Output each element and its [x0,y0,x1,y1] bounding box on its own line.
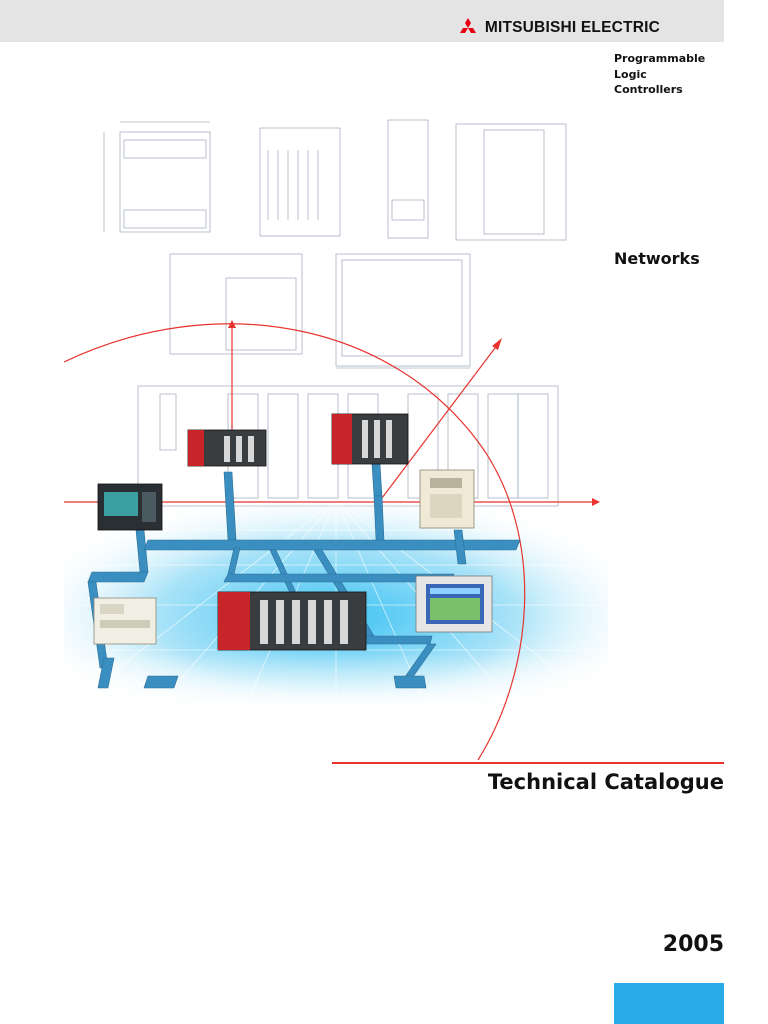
network-illustration [64,119,608,760]
category-line: Controllers [614,83,683,96]
category-line: Logic [614,67,647,81]
publication-year: 2005 [662,932,724,957]
network-cables [87,463,521,689]
brand-name: MITSUBISHI ELECTRIC [484,19,660,36]
category-line: Programmable [614,52,706,65]
title-divider [332,762,724,764]
plc-rack-1 [187,429,267,467]
inverter-unit [419,469,475,529]
hmi-panel-left [97,483,163,531]
devices [93,413,493,651]
document-title: Technical Catalogue [487,770,724,794]
compact-plc [93,597,157,645]
brand: MITSUBISHI ELECTRIC [457,18,660,38]
subject-heading: Networks [614,249,700,268]
accent-block [614,983,724,1024]
plc-rack-main [217,591,367,651]
plc-rack-2 [331,413,409,465]
product-category: Programmable Logic Controllers [614,51,724,98]
red-arrows [64,320,600,760]
header-bar: MITSUBISHI ELECTRIC [0,0,724,42]
hmi-panel-right [415,575,493,633]
mitsubishi-logo [459,18,476,33]
